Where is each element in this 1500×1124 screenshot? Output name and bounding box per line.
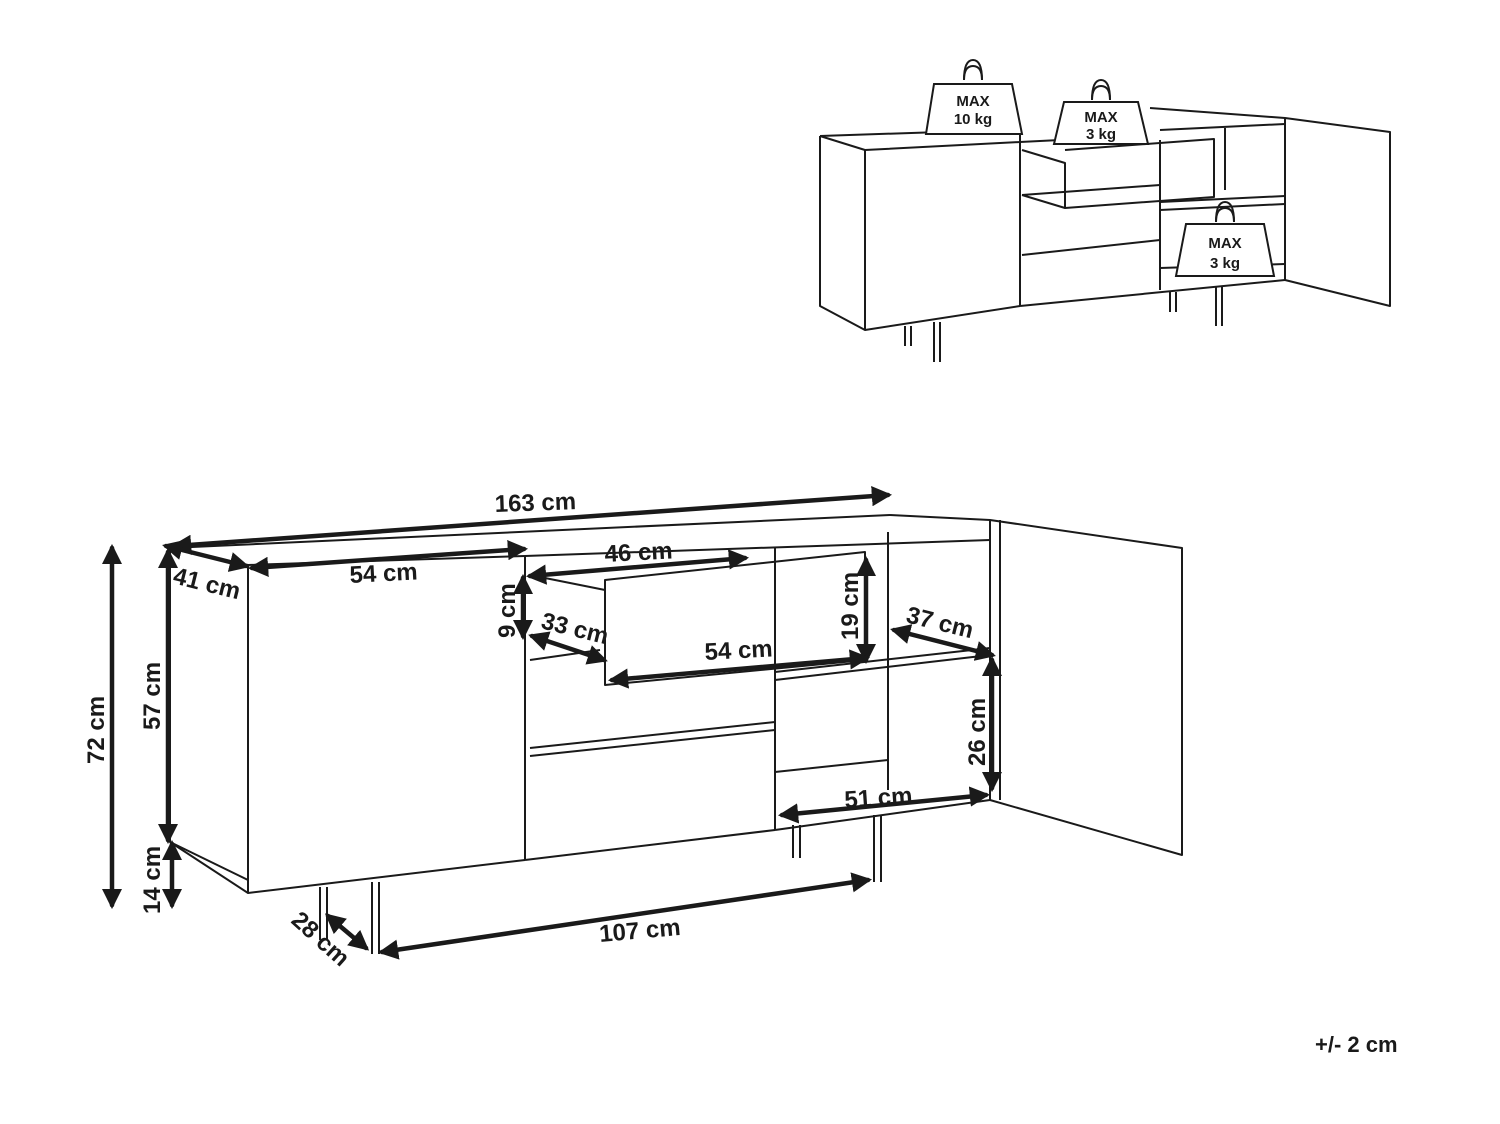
- label-leg-span: 107 cm: [598, 914, 681, 948]
- dim-arrow-drawer-front-width: [607, 649, 871, 689]
- label-shelf-depth: 37 cm: [904, 602, 977, 645]
- weight-drawer-line2: 3 kg: [1086, 126, 1116, 143]
- label-leg-height: 14 cm: [139, 846, 166, 914]
- label-shelf-height: 26 cm: [964, 698, 991, 766]
- dim-arrow-depth: [162, 540, 250, 572]
- label-body-height: 57 cm: [139, 662, 166, 730]
- label-total-height: 72 cm: [83, 696, 110, 764]
- label-drawer-height: 9 cm: [494, 583, 521, 638]
- dim-arrow-door-width: [247, 540, 529, 577]
- weight-shelf-line2: 3 kg: [1210, 255, 1240, 272]
- dim-arrow-shelf-depth: [890, 624, 996, 661]
- tolerance-note: +/- 2 cm: [1315, 1032, 1398, 1057]
- dim-arrow-leg-depth: [324, 913, 370, 951]
- sideboard-small-view: [819, 107, 1391, 362]
- label-drawer-front-width: 54 cm: [704, 635, 773, 666]
- weight-top-line1: MAX: [956, 93, 989, 110]
- label-depth: 41 cm: [171, 563, 244, 606]
- dim-arrow-drawer-width: [525, 549, 750, 585]
- label-drawer-width: 46 cm: [604, 537, 673, 568]
- label-compartment-height: 19 cm: [837, 572, 864, 640]
- label-shelf-width: 51 cm: [844, 782, 914, 814]
- dimension-arrows: [101, 486, 1003, 960]
- dim-arrow-leg-span: [377, 872, 873, 960]
- dim-arrow-drawer-depth: [528, 631, 608, 665]
- weight-top-line2: 10 kg: [954, 111, 992, 128]
- dim-arrow-total-width: [170, 486, 893, 555]
- weight-drawer-line1: MAX: [1084, 109, 1117, 126]
- weight-icon: MAX 10 kg: [924, 59, 1024, 135]
- weight-icon: MAX 3 kg: [1174, 201, 1276, 277]
- sideboard-main-view: [169, 514, 1183, 954]
- weight-icon: MAX 3 kg: [1052, 79, 1150, 145]
- weight-shelf-line1: MAX: [1208, 235, 1241, 252]
- label-total-width: 163 cm: [494, 488, 576, 518]
- dim-arrow-shelf-width: [777, 786, 991, 824]
- label-door-width: 54 cm: [349, 558, 418, 589]
